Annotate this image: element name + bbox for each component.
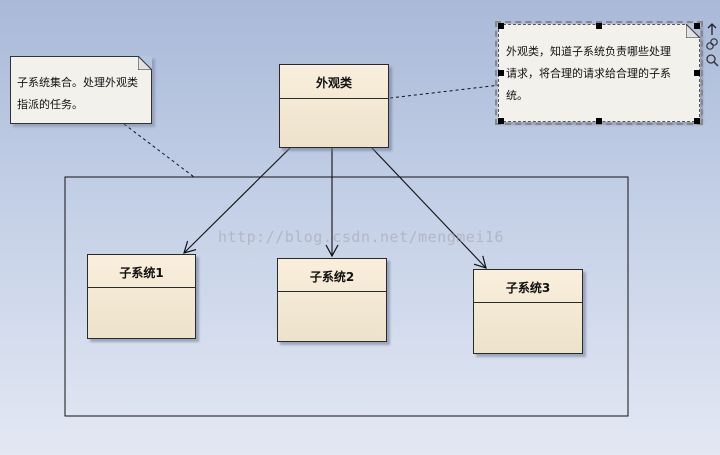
note-right-line-3: 统。 xyxy=(506,89,528,102)
facade-class[interactable]: 外观类 xyxy=(279,64,389,148)
link-icon[interactable] xyxy=(705,37,719,51)
resize-handle-bottom-left[interactable] xyxy=(498,118,504,124)
resize-handle-middle-left[interactable] xyxy=(498,70,504,76)
subsystem-1-name: 子系统1 xyxy=(119,266,164,280)
subsystem-2-divider xyxy=(278,291,386,292)
facade-class-divider xyxy=(280,98,388,99)
subsystem-1-class[interactable]: 子系统1 xyxy=(87,254,196,339)
subsystem-3-name: 子系统3 xyxy=(505,281,551,295)
note-left-line-2: 指派的任务。 xyxy=(17,98,83,111)
watermark-text: http://blog.csdn.net/mengmei16 xyxy=(218,228,504,246)
resize-handle-top-middle[interactable] xyxy=(596,23,602,29)
note-right-text: 外观类，知道子系统负责哪些处理 请求，将合理的请求给合理的子系 统。 xyxy=(506,41,696,107)
subsystem-3-class[interactable]: 子系统3 xyxy=(473,269,583,354)
note-left-line-1: 子系统集合。处理外观类 xyxy=(17,76,138,89)
subsystem-package-frame[interactable] xyxy=(64,176,629,417)
facade-class-name: 外观类 xyxy=(315,76,352,90)
resize-handle-middle-right[interactable] xyxy=(694,70,700,76)
note-right[interactable]: 外观类，知道子系统负责哪些处理 请求，将合理的请求给合理的子系 统。 xyxy=(495,21,703,125)
resize-handle-bottom-middle[interactable] xyxy=(596,118,602,124)
subsystem-3-divider xyxy=(474,302,582,303)
up-arrow-icon[interactable] xyxy=(706,22,718,36)
note-right-line-1: 外观类，知道子系统负责哪些处理 xyxy=(506,45,671,58)
note-fold-corner-icon xyxy=(138,56,152,70)
note-right-connector xyxy=(389,84,501,99)
subsystem-2-class[interactable]: 子系统2 xyxy=(277,258,387,342)
note-left-text: 子系统集合。处理外观类 指派的任务。 xyxy=(17,72,152,116)
note-left-connector xyxy=(123,123,195,178)
resize-handle-top-left[interactable] xyxy=(498,23,504,29)
association-arrow-3[interactable] xyxy=(371,147,487,269)
zoom-icon[interactable] xyxy=(705,53,719,67)
note-left[interactable]: 子系统集合。处理外观类 指派的任务。 xyxy=(10,56,152,124)
note-right-line-2: 请求，将合理的请求给合理的子系 xyxy=(506,67,671,80)
subsystem-2-name: 子系统2 xyxy=(309,270,355,284)
subsystem-1-divider xyxy=(88,287,195,288)
resize-handle-top-right[interactable] xyxy=(694,23,700,29)
association-arrow-1[interactable] xyxy=(183,147,291,254)
resize-handle-bottom-right[interactable] xyxy=(694,118,700,124)
